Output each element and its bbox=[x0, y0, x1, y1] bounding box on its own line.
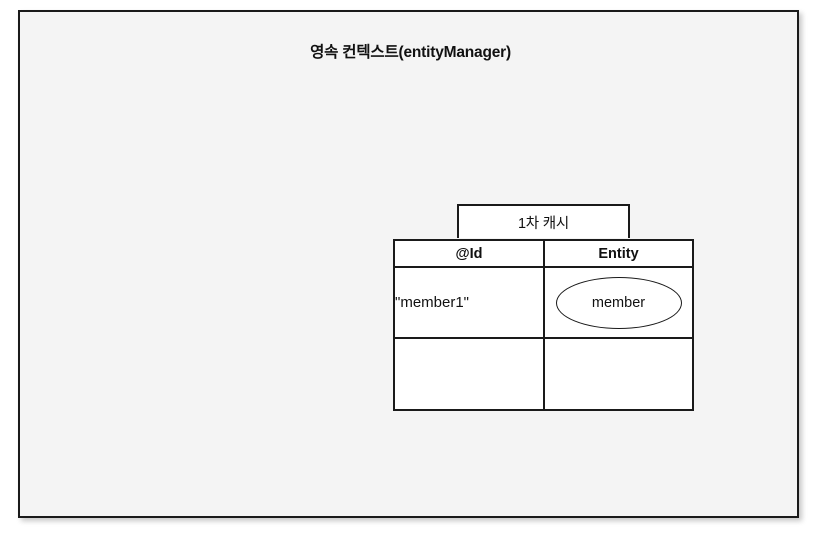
cell-entity-value: member bbox=[543, 266, 694, 339]
column-header-id: @Id bbox=[393, 239, 545, 268]
cell-id-empty bbox=[393, 337, 545, 411]
table-row: "member1" member bbox=[393, 266, 694, 339]
first-level-cache-tab: 1차 캐시 bbox=[457, 204, 630, 238]
entity-ellipse-container: member bbox=[545, 268, 692, 337]
table-header-row: @Id Entity bbox=[393, 239, 694, 268]
table-row-empty bbox=[393, 337, 694, 411]
cell-entity-empty bbox=[543, 337, 694, 411]
entity-ellipse-label: member bbox=[591, 294, 646, 311]
entity-ellipse-shape: member bbox=[555, 276, 682, 329]
cell-id-value: "member1" bbox=[393, 266, 545, 339]
column-header-entity: Entity bbox=[543, 239, 694, 268]
first-level-cache-table: @Id Entity "member1" member bbox=[393, 239, 694, 411]
first-level-cache-tab-label: 1차 캐시 bbox=[517, 215, 570, 232]
page-title: 영속 컨텍스트(entityManager) bbox=[310, 44, 511, 61]
persistence-context-frame: 영속 컨텍스트(entityManager) 1차 캐시 @Id Entity … bbox=[18, 10, 799, 518]
